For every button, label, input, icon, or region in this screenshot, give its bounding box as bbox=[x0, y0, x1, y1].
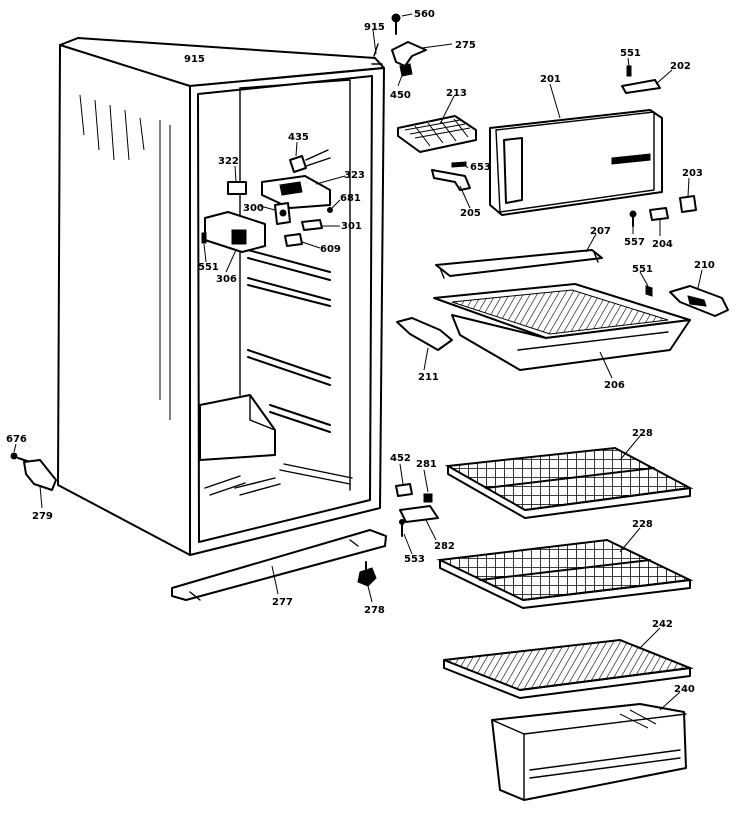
callout-277: 277 bbox=[272, 597, 293, 608]
callout-681: 681 bbox=[340, 193, 361, 204]
freezer-door-201 bbox=[489, 109, 663, 216]
wire-shelf-228-lower bbox=[436, 538, 694, 609]
callout-551-top: 551 bbox=[620, 48, 641, 59]
hinge-202 bbox=[621, 79, 661, 94]
callout-915-frame: 915 bbox=[364, 22, 385, 33]
callout-551-left: 551 bbox=[198, 262, 219, 273]
part-557 bbox=[629, 210, 637, 227]
callout-452: 452 bbox=[390, 453, 411, 464]
screw-551-top bbox=[626, 65, 632, 77]
callout-279: 279 bbox=[32, 511, 53, 522]
chiller-tray-206 bbox=[433, 283, 691, 371]
callout-281: 281 bbox=[416, 459, 437, 470]
callout-204: 204 bbox=[652, 239, 673, 250]
control-knob-435 bbox=[289, 155, 307, 173]
callout-676: 676 bbox=[6, 434, 27, 445]
part-282 bbox=[399, 505, 439, 523]
part-281 bbox=[423, 493, 433, 503]
callout-201: 201 bbox=[540, 74, 561, 85]
ice-tray-213 bbox=[397, 115, 477, 153]
callout-553: 553 bbox=[404, 554, 425, 565]
callout-301: 301 bbox=[341, 221, 362, 232]
callout-323: 323 bbox=[344, 170, 365, 181]
callout-551-right: 551 bbox=[632, 264, 653, 275]
callout-228-lower: 228 bbox=[632, 519, 653, 530]
control-parts-group bbox=[201, 149, 333, 253]
callout-242: 242 bbox=[652, 619, 673, 630]
callout-915-top: 915 bbox=[184, 54, 205, 65]
callout-435: 435 bbox=[288, 132, 309, 143]
callout-labels: 560 915 915 275 450 213 201 551 202 435 … bbox=[6, 9, 715, 695]
callout-306: 306 bbox=[216, 274, 237, 285]
screw-551-right bbox=[645, 285, 653, 297]
callout-207: 207 bbox=[590, 226, 611, 237]
callout-240: 240 bbox=[674, 684, 695, 695]
refrigerator-cabinet bbox=[57, 37, 387, 601]
part-203 bbox=[679, 195, 697, 213]
callout-300: 300 bbox=[243, 203, 264, 214]
part-452 bbox=[395, 483, 413, 497]
callout-205: 205 bbox=[460, 208, 481, 219]
callout-322: 322 bbox=[218, 156, 239, 167]
callout-560: 560 bbox=[414, 9, 435, 20]
callout-203: 203 bbox=[682, 168, 703, 179]
part-204 bbox=[649, 207, 669, 221]
crisper-drawer-240 bbox=[491, 703, 687, 801]
callout-213: 213 bbox=[446, 88, 467, 99]
callout-278: 278 bbox=[364, 605, 385, 616]
latch-205 bbox=[431, 169, 471, 191]
hinge-279 bbox=[23, 459, 57, 491]
wire-shelf-228-upper bbox=[444, 446, 694, 519]
tray-cover-207 bbox=[435, 249, 603, 277]
screw-560 bbox=[391, 13, 401, 35]
screw-553 bbox=[399, 519, 405, 537]
hinge-275 bbox=[391, 41, 427, 77]
rail-211 bbox=[396, 317, 453, 351]
callout-202: 202 bbox=[670, 61, 691, 72]
callout-450: 450 bbox=[390, 90, 411, 101]
leveling-leg-278 bbox=[357, 561, 377, 587]
callout-653: 653 bbox=[470, 162, 491, 173]
callout-282: 282 bbox=[434, 541, 455, 552]
leader-lines bbox=[13, 13, 703, 711]
callout-557: 557 bbox=[624, 237, 645, 248]
callout-228-upper: 228 bbox=[632, 428, 653, 439]
callout-609: 609 bbox=[320, 244, 341, 255]
crisper-cover-242 bbox=[443, 638, 694, 699]
part-322 bbox=[227, 181, 247, 195]
callout-210: 210 bbox=[694, 260, 715, 271]
callout-206: 206 bbox=[604, 380, 625, 391]
callout-211: 211 bbox=[418, 372, 439, 383]
callout-275: 275 bbox=[455, 40, 476, 51]
